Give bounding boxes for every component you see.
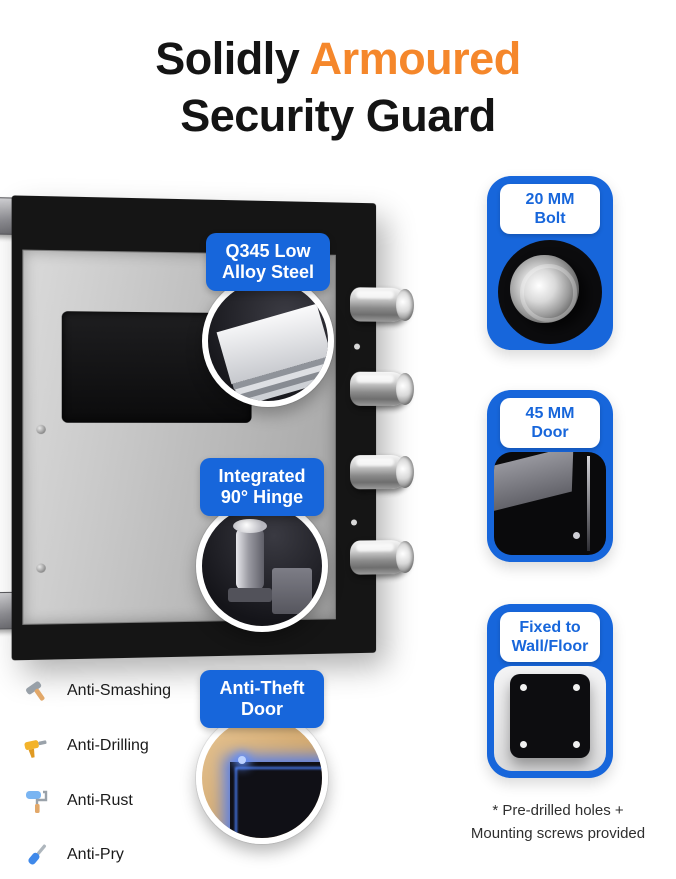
hinge-detail-photo: [196, 500, 328, 632]
callout-text-line1: Integrated: [218, 466, 306, 486]
title-word-solidly: Solidly: [155, 33, 300, 84]
door-seam: [587, 456, 590, 551]
door-top-surface: [494, 452, 574, 515]
card-label-line2: Door: [531, 424, 569, 441]
anti-theft-door-photo: [196, 712, 328, 844]
feature-card-mounting: Fixed to Wall/Floor: [487, 604, 613, 778]
door-screw: [36, 424, 46, 435]
feature-card-bolt: 20 MM Bolt: [487, 176, 613, 350]
card-label-line2: Wall/Floor: [511, 638, 589, 655]
mounting-plate-photo: [494, 666, 606, 771]
feature-anti-smashing: Anti-Smashing: [22, 674, 171, 708]
feature-label: Anti-Smashing: [67, 682, 172, 699]
bolt-closeup-photo: [498, 240, 602, 344]
callout-text-line1: Q345 Low: [225, 241, 311, 261]
feature-anti-pry: Anti-Pry: [22, 838, 124, 872]
feature-card-door: 45 MM Door: [487, 390, 613, 562]
card-label: 45 MM Door: [500, 398, 600, 448]
hammer-icon: [22, 676, 52, 706]
feature-anti-drilling: Anti-Drilling: [22, 729, 149, 763]
callout-anti-theft-door: Anti-Theft Door: [196, 670, 328, 844]
callout-badge: Integrated 90° Hinge: [200, 458, 324, 516]
pre-drilled-hole: [573, 741, 580, 748]
door-thickness-photo: [494, 452, 606, 555]
mounting-plate: [510, 674, 590, 758]
callout-hinge: Integrated 90° Hinge: [196, 458, 328, 632]
callout-text-line2: 90° Hinge: [220, 487, 304, 507]
card-label-line2: Bolt: [534, 210, 566, 227]
screwdriver-icon: [22, 840, 52, 870]
card-label-line1: 45 MM: [525, 405, 575, 422]
card-label-line1: 20 MM: [525, 191, 575, 208]
page-title: Solidly Armoured Security Guard: [0, 30, 676, 144]
locking-bolt: [349, 287, 409, 322]
hinge-pin: [233, 519, 267, 590]
title-line-2: Security Guard: [180, 90, 496, 141]
pre-drilled-hole: [520, 684, 527, 691]
locking-bolt: [349, 455, 409, 490]
hinge-nut: [228, 588, 272, 602]
callout-badge: Q345 Low Alloy Steel: [206, 233, 330, 291]
locking-bolt: [349, 540, 409, 575]
feature-anti-rust: Anti-Rust: [22, 784, 133, 818]
drill-icon: [22, 731, 52, 761]
door-knob-dot: [573, 532, 580, 539]
locking-bolt: [349, 371, 409, 406]
card-label: Fixed to Wall/Floor: [500, 612, 600, 662]
feature-label: Anti-Rust: [67, 792, 133, 809]
pre-drilled-hole: [520, 741, 527, 748]
pre-drilled-hole: [573, 684, 580, 691]
callout-text-line2: Alloy Steel: [221, 262, 315, 282]
card-label-line1: Fixed to: [519, 619, 581, 636]
feature-label: Anti-Drilling: [67, 737, 149, 754]
footnote-line1: * Pre-drilled holes +: [492, 802, 624, 819]
glow-spark: [238, 756, 246, 764]
feature-label: Anti-Pry: [67, 846, 124, 863]
steel-sheet-stack: [216, 303, 328, 385]
mounting-footnote: * Pre-drilled holes + Mounting screws pr…: [448, 799, 668, 845]
paint-roller-icon: [22, 786, 52, 816]
footnote-line2: Mounting screws provided: [470, 825, 646, 842]
door-corner: [230, 762, 322, 838]
title-word-armoured: Armoured: [309, 33, 522, 84]
callout-alloy-steel: Q345 Low Alloy Steel: [202, 233, 334, 407]
hinge-bracket: [272, 568, 312, 614]
title-line-1: Solidly Armoured: [0, 30, 676, 87]
door-screw: [36, 563, 46, 573]
side-mount-hole: [351, 519, 358, 526]
side-mount-hole: [354, 343, 361, 350]
callout-text-line2: Door: [241, 699, 283, 719]
steel-sheets-photo: [202, 275, 334, 407]
callout-text-line1: Anti-Theft: [219, 678, 305, 698]
callout-badge: Anti-Theft Door: [200, 670, 324, 728]
card-label: 20 MM Bolt: [500, 184, 600, 234]
bolt-face: [510, 254, 580, 324]
